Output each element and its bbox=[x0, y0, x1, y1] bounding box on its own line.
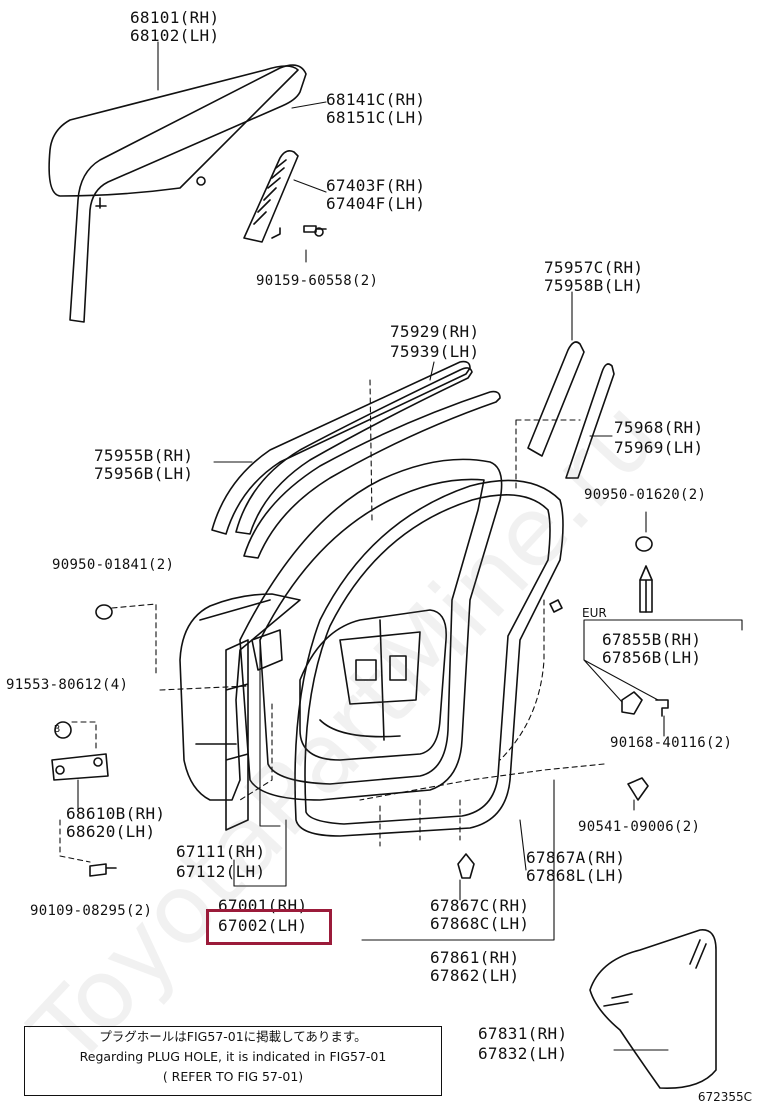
door-weatherstrip bbox=[294, 479, 564, 837]
label-90541: 90541-09006(2) bbox=[578, 819, 701, 835]
label-75957c: 75957C(RH) bbox=[544, 258, 644, 277]
figure-code: 672355C bbox=[697, 1090, 752, 1104]
label-75968: 75968(RH) bbox=[614, 418, 704, 437]
label-67856b: 67856B(LH) bbox=[602, 648, 702, 667]
plug-hole-note: プラグホールはFIG57-01に掲載してあります。 Regarding PLUG… bbox=[24, 1026, 442, 1096]
label-75939: 75939(LH) bbox=[390, 342, 480, 361]
label-67867c: 67867C(RH) bbox=[430, 896, 530, 915]
division-bar bbox=[243, 150, 299, 243]
label-90168: 90168-40116(2) bbox=[610, 735, 733, 751]
door-outer-panel bbox=[179, 593, 301, 801]
weatherstrip-75957c bbox=[527, 341, 585, 457]
label-67868l: 67868L(LH) bbox=[526, 866, 626, 885]
label-68141c: 68141C(RH) bbox=[326, 90, 426, 109]
glass-run bbox=[69, 64, 307, 323]
label-67868c: 67868C(LH) bbox=[430, 914, 530, 933]
label-75956b: 75956B(LH) bbox=[94, 464, 194, 483]
label-68610b: 68610B(RH) bbox=[66, 804, 166, 823]
label-75929: 75929(RH) bbox=[390, 322, 480, 341]
label-90950-01620: 90950-01620(2) bbox=[584, 487, 707, 503]
label-68102: 68102(LH) bbox=[130, 26, 220, 45]
note-line-3: ( REFER TO FIG 57-01) bbox=[162, 1069, 304, 1084]
label-75955b: 75955B(RH) bbox=[94, 446, 194, 465]
door-glass bbox=[48, 65, 299, 197]
door-inner-panel bbox=[299, 609, 447, 761]
label-91553: 91553-80612(4) bbox=[6, 677, 129, 693]
highlight-box bbox=[206, 909, 332, 945]
weatherstrip-75968 bbox=[565, 363, 615, 479]
label-67855b: 67855B(RH) bbox=[602, 630, 702, 649]
weatherstrip-75955b bbox=[211, 360, 471, 535]
belt-molding-75929 bbox=[235, 367, 473, 535]
label-67112: 67112(LH) bbox=[176, 862, 266, 881]
label-67867a: 67867A(RH) bbox=[526, 848, 626, 867]
label-68151c: 68151C(LH) bbox=[326, 108, 426, 127]
ref-b-label: B bbox=[54, 724, 61, 735]
label-67862: 67862(LH) bbox=[430, 966, 520, 985]
label-75969: 75969(LH) bbox=[614, 438, 704, 457]
service-hole-cover bbox=[589, 929, 717, 1089]
note-line-1: プラグホールはFIG57-01に掲載してあります。 bbox=[99, 1029, 367, 1044]
label-67111: 67111(RH) bbox=[176, 842, 266, 861]
label-67831: 67831(RH) bbox=[478, 1024, 568, 1043]
label-67403f: 67403F(RH) bbox=[326, 176, 426, 195]
label-67002: 67002(LH) bbox=[218, 916, 308, 935]
label-68101: 68101(RH) bbox=[130, 8, 220, 27]
door-check bbox=[51, 753, 109, 781]
eur-label: EUR bbox=[582, 606, 607, 620]
door-frame bbox=[239, 458, 503, 801]
label-67861: 67861(RH) bbox=[430, 948, 520, 967]
label-75958b: 75958B(LH) bbox=[544, 276, 644, 295]
label-67832: 67832(LH) bbox=[478, 1044, 568, 1063]
label-90109: 90109-08295(2) bbox=[30, 903, 153, 919]
label-90159: 90159-60558(2) bbox=[256, 273, 379, 289]
note-line-2: Regarding PLUG HOLE, it is indicated in … bbox=[79, 1049, 387, 1064]
label-67404f: 67404F(LH) bbox=[326, 194, 426, 213]
label-68620: 68620(LH) bbox=[66, 822, 156, 841]
label-90950-01841: 90950-01841(2) bbox=[52, 557, 175, 573]
